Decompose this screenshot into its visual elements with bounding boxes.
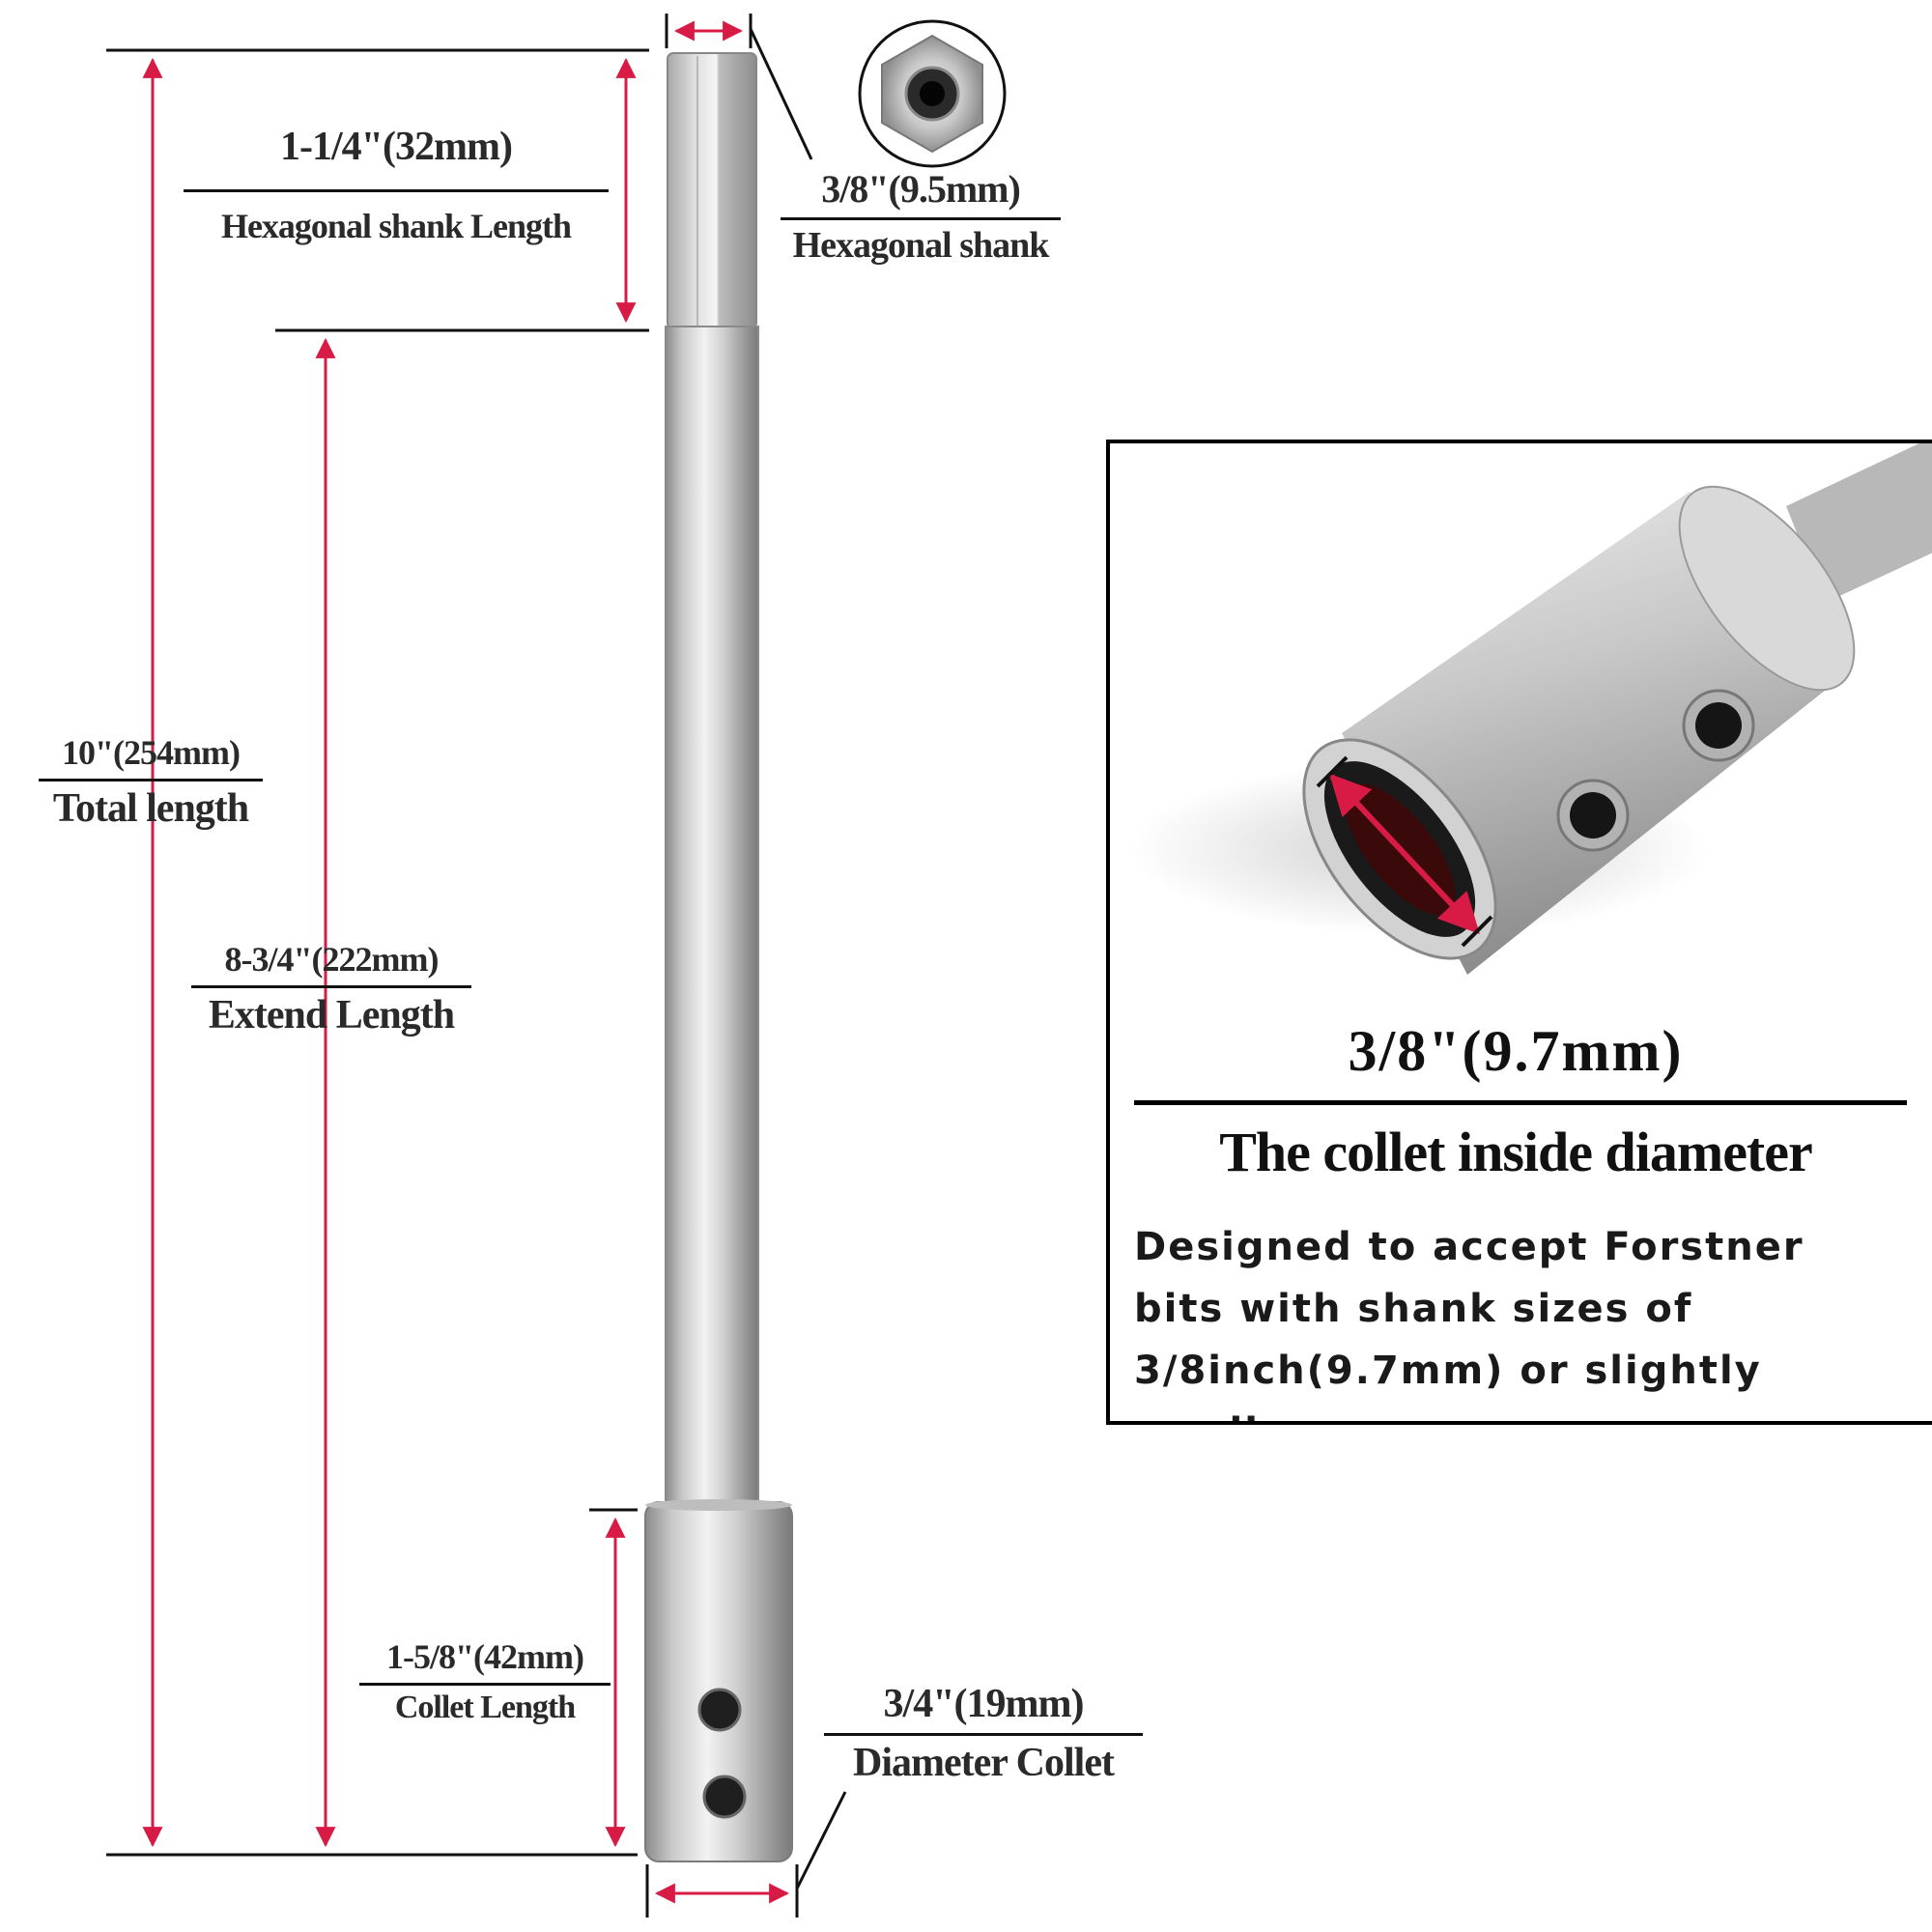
hex-shank-length-value: 1-1/4"(32mm): [184, 124, 609, 192]
collet-diameter-value: 3/4"(19mm): [824, 1681, 1143, 1736]
collet-inside-diameter-title: The collet inside diameter: [1219, 1121, 1813, 1183]
extend-length-callout: 8-3/4"(222mm) Extend Length: [191, 939, 471, 1038]
collet-set-screw-lower: [702, 1775, 747, 1819]
hex-shank-callout: 3/8"(9.5mm) Hexagonal shank: [781, 166, 1061, 267]
hex-shank-length-label: Hexagonal shank Length: [220, 207, 572, 245]
extension-bar: [644, 52, 793, 1862]
extend-length-value: 8-3/4"(222mm): [191, 939, 471, 988]
reference-lines: [106, 14, 847, 1918]
collet-length-label: Collet Length: [394, 1690, 576, 1725]
extension-rod: [665, 326, 759, 1508]
total-length-value: 10"(254mm): [39, 732, 263, 781]
hex-end-view: [858, 19, 1007, 168]
collet-diameter-label: Diameter Collet: [853, 1741, 1115, 1785]
extend-length-label: Extend Length: [208, 993, 455, 1037]
hex-shank-value: 3/8"(9.5mm): [781, 166, 1061, 220]
total-length-label: Total length: [52, 786, 249, 831]
collet-length-callout: 1-5/8"(42mm) Collet Length: [359, 1636, 611, 1726]
collet-closeup-photo: [1129, 443, 1932, 975]
collet-top-rim: [645, 1499, 792, 1511]
hex-shank: [667, 52, 757, 329]
collet-inside-diameter-description: Designed to accept Forstner bits with sh…: [1134, 1225, 1804, 1421]
collet-detail-inset: 3/8"(9.7mm) The collet inside diameter D…: [1106, 440, 1932, 1425]
dimension-arrows: [142, 20, 790, 1904]
hex-shank-label: Hexagonal shank: [792, 225, 1050, 266]
hex-shank-length-callout: 1-1/4"(32mm) Hexagonal shank Length: [184, 124, 609, 246]
collet-diameter-callout: 3/4"(19mm) Diameter Collet: [824, 1681, 1143, 1786]
collet-set-screw-upper: [697, 1688, 742, 1732]
total-length-callout: 10"(254mm) Total length: [39, 732, 263, 832]
collet-length-value: 1-5/8"(42mm): [359, 1636, 611, 1686]
collet-inside-diameter-value: 3/8"(9.7mm): [1348, 1019, 1684, 1083]
inset-divider: [1134, 1100, 1907, 1105]
